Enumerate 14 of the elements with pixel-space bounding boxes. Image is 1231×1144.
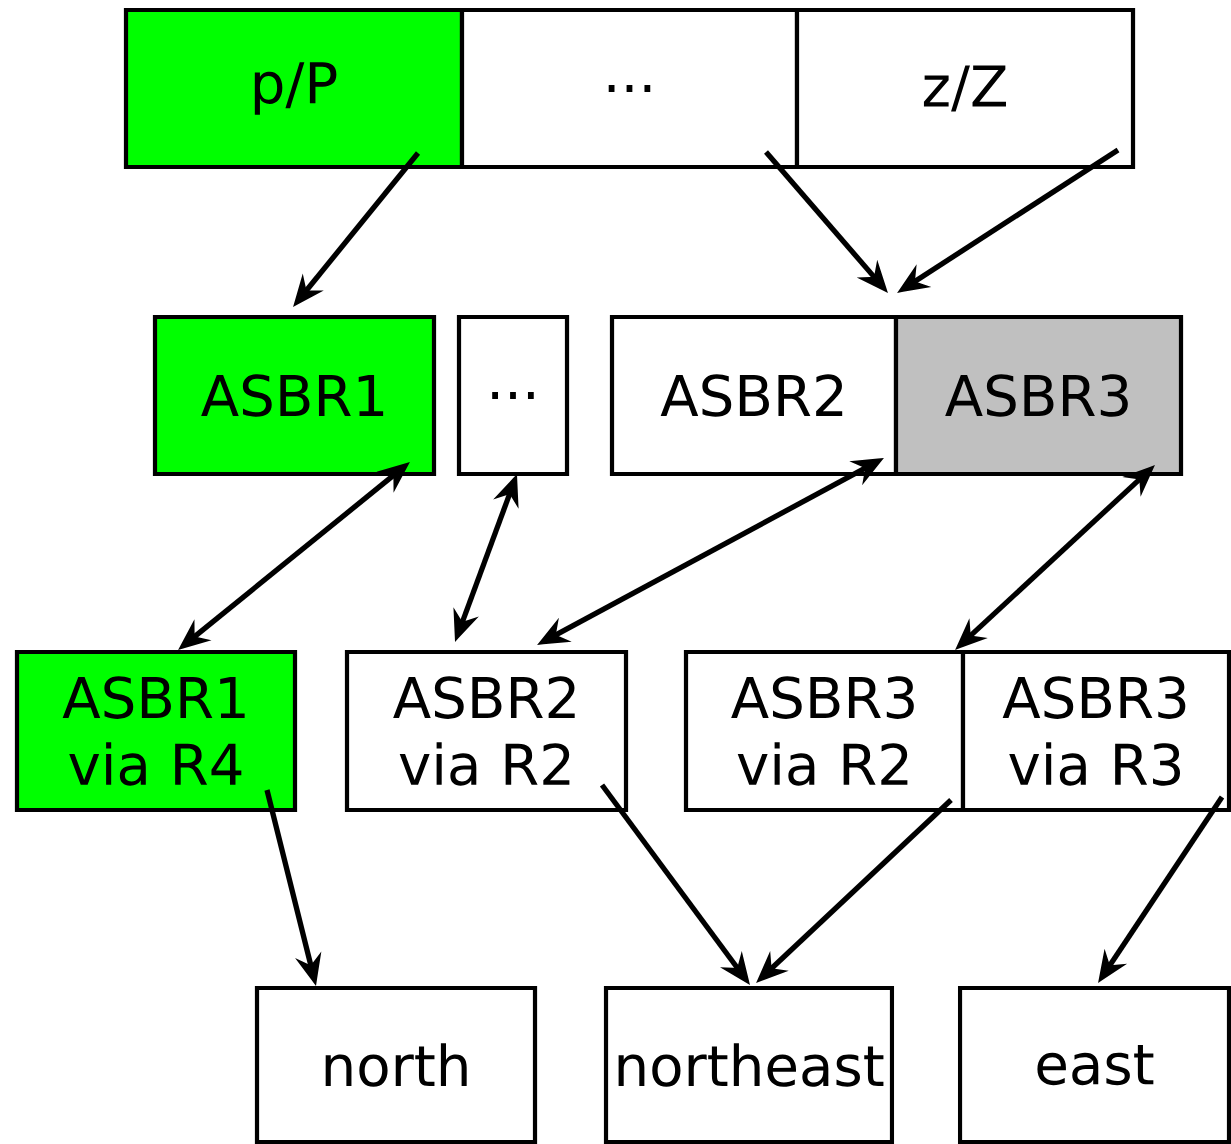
- box: north: [254, 985, 538, 1144]
- box: ASBR3 via R3: [960, 649, 1231, 813]
- box: ASBR1: [152, 314, 437, 477]
- box: ASBR1 via R4: [14, 649, 298, 813]
- box: ASBR2 via R2: [344, 649, 629, 813]
- box: z/Z: [794, 7, 1136, 170]
- box: ...: [459, 7, 800, 170]
- box: ...: [456, 314, 570, 477]
- box: northeast: [603, 985, 895, 1144]
- box: ASBR2: [609, 314, 899, 477]
- box: ASBR3: [893, 314, 1184, 477]
- box: ASBR3 via R2: [683, 649, 966, 813]
- box: east: [957, 985, 1231, 1144]
- box: p/P: [123, 7, 465, 170]
